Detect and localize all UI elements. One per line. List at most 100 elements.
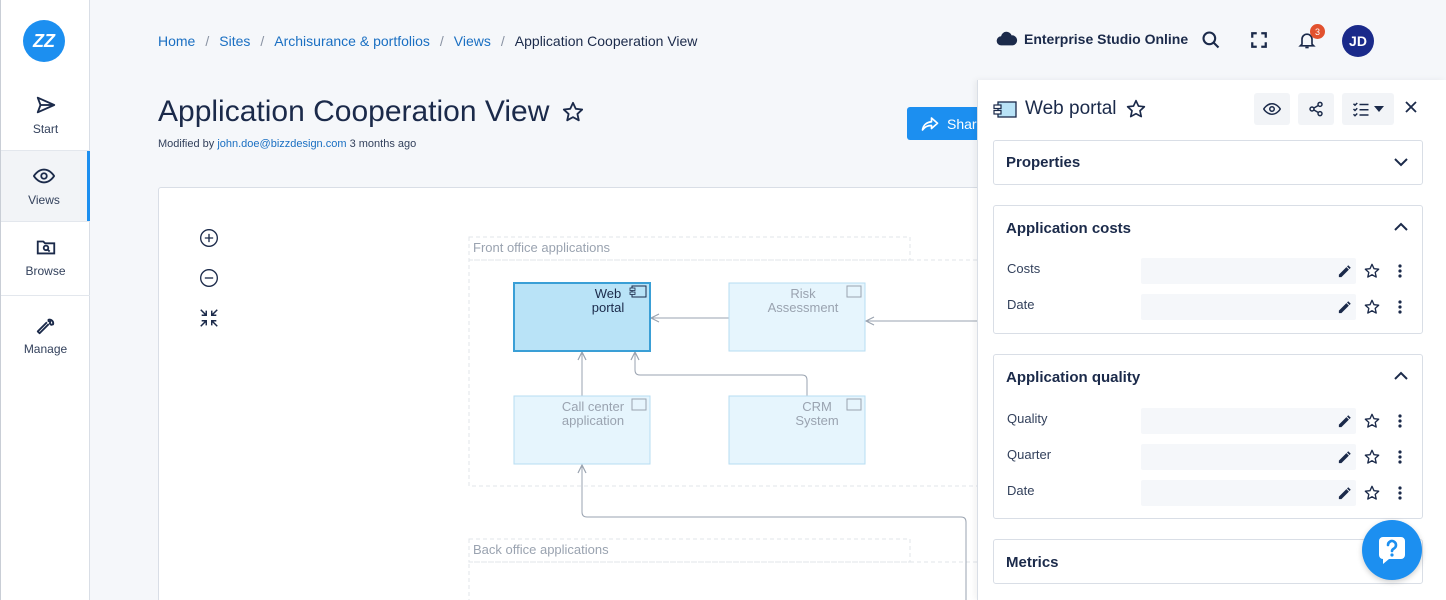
fit-to-screen-button[interactable] — [198, 307, 220, 329]
bell-icon — [1298, 33, 1316, 49]
prop-field-quality[interactable] — [1141, 408, 1356, 434]
help-chat-icon — [1379, 537, 1405, 564]
prop-label-quarter: Quarter — [1007, 447, 1052, 462]
prop-field-costs[interactable] — [1141, 258, 1356, 284]
more-options-button[interactable] — [1391, 412, 1409, 430]
breadcrumb-current: Application Cooperation View — [514, 33, 698, 49]
prop-label-date: Date — [1007, 297, 1035, 312]
prop-field-date[interactable] — [1141, 480, 1356, 506]
studio-switcher[interactable]: Enterprise Studio Online — [996, 31, 1188, 47]
modified-info: Modified by john.doe@bizzdesign.com 3 mo… — [158, 138, 416, 150]
favorite-button[interactable] — [1363, 448, 1381, 466]
star-icon — [562, 101, 584, 122]
chevron-up-icon[interactable] — [1394, 222, 1408, 232]
avatar[interactable]: JD — [1342, 25, 1374, 57]
search-button[interactable] — [1199, 28, 1223, 52]
pencil-icon — [1338, 450, 1351, 463]
chevron-up-icon[interactable] — [1394, 371, 1408, 381]
divider — [1, 221, 90, 222]
modified-by-link[interactable]: john.doe@bizzdesign.com — [217, 138, 347, 150]
zoom-out-button[interactable] — [198, 267, 220, 289]
breadcrumb-views[interactable]: Views — [453, 33, 491, 49]
sidebar-item-label: Browse — [25, 264, 66, 278]
close-icon — [1405, 101, 1417, 113]
favorite-button[interactable] — [1363, 262, 1381, 280]
breadcrumb-archisurance[interactable]: Archisurance & portfolios — [274, 33, 430, 49]
view-button[interactable] — [1254, 93, 1290, 125]
breadcrumb-home[interactable]: Home — [158, 33, 196, 49]
more-options-button[interactable] — [1391, 484, 1409, 502]
section-application-quality: Application quality Quality Quarter Date — [993, 354, 1423, 519]
more-vertical-icon — [1398, 300, 1402, 314]
collapse-arrows-icon — [200, 309, 218, 327]
sidebar-item-label: Manage — [23, 342, 68, 356]
section-application-costs: Application costs Costs Date — [993, 205, 1423, 334]
edit-button[interactable] — [1335, 412, 1353, 430]
fullscreen-button[interactable] — [1247, 28, 1271, 52]
edit-button[interactable] — [1335, 448, 1353, 466]
studio-label: Enterprise Studio Online — [1024, 31, 1189, 47]
star-icon — [1364, 413, 1380, 428]
help-chat-button[interactable] — [1362, 520, 1422, 580]
section-title: Properties — [1006, 154, 1081, 171]
edit-button[interactable] — [1335, 484, 1353, 502]
zoom-out-icon — [200, 269, 218, 287]
prop-label-date: Date — [1007, 483, 1035, 498]
caret-down-icon — [1374, 106, 1384, 112]
sidebar-item-views[interactable]: Views — [1, 151, 90, 221]
prop-label-costs: Costs — [1007, 261, 1041, 276]
favorite-button[interactable] — [562, 101, 584, 128]
group-label-back-office: Back office applications — [473, 542, 609, 557]
favorite-button[interactable] — [1363, 484, 1381, 502]
breadcrumb-separator: / — [205, 33, 210, 49]
chevron-down-icon[interactable] — [1394, 157, 1408, 167]
sidebar-item-browse[interactable]: Browse — [1, 222, 90, 292]
more-options-button[interactable] — [1391, 262, 1409, 280]
zoom-in-button[interactable] — [198, 227, 220, 249]
more-vertical-icon — [1398, 264, 1402, 278]
sidebar-item-manage[interactable]: Manage — [1, 300, 90, 370]
pencil-icon — [1338, 264, 1351, 277]
panel-favorite-button[interactable] — [1126, 99, 1146, 124]
breadcrumb-sites[interactable]: Sites — [219, 33, 251, 49]
modified-prefix: Modified by — [158, 138, 215, 150]
pencil-icon — [1338, 300, 1351, 313]
more-vertical-icon — [1398, 414, 1402, 428]
panel-title: Web portal — [1025, 98, 1117, 119]
favorite-button[interactable] — [1363, 412, 1381, 430]
favorite-button[interactable] — [1363, 298, 1381, 316]
star-icon — [1126, 99, 1146, 118]
folder-search-icon — [36, 240, 55, 255]
divider — [1, 295, 90, 296]
sidebar: ZZ Start Views Browse Manage — [0, 0, 90, 600]
group-label-front-office: Front office applications — [473, 240, 611, 255]
sidebar-item-label: Views — [28, 193, 60, 207]
pencil-icon — [1338, 486, 1351, 499]
prop-field-date[interactable] — [1141, 294, 1356, 320]
section-properties[interactable]: Properties — [993, 140, 1423, 185]
node-label-web-portal: Web portal — [591, 286, 625, 315]
share-label: Share — [947, 115, 985, 132]
fullscreen-icon — [1251, 32, 1267, 48]
app-logo[interactable]: ZZ — [23, 20, 65, 62]
sidebar-item-start[interactable]: Start — [1, 80, 90, 150]
more-options-button[interactable] — [1391, 448, 1409, 466]
breadcrumb: Home / Sites / Archisurance & portfolios… — [158, 33, 697, 49]
edit-button[interactable] — [1335, 262, 1353, 280]
page-title: Application Cooperation View — [158, 95, 550, 128]
sidebar-item-label: Start — [32, 122, 59, 136]
prop-label-quality: Quality — [1007, 411, 1048, 426]
checklist-dropdown-button[interactable] — [1342, 93, 1394, 125]
section-metrics[interactable]: Metrics — [993, 539, 1423, 584]
checklist-icon — [1352, 102, 1369, 117]
close-panel-button[interactable] — [1404, 100, 1418, 119]
edit-button[interactable] — [1335, 298, 1353, 316]
relations-button[interactable] — [1298, 93, 1334, 125]
node-label-call-center: Call center application — [561, 399, 625, 428]
prop-field-quarter[interactable] — [1141, 444, 1356, 470]
more-options-button[interactable] — [1391, 298, 1409, 316]
divider — [1, 150, 90, 151]
eye-icon — [1263, 102, 1281, 116]
send-icon — [36, 96, 55, 114]
notifications-button[interactable] — [1295, 28, 1319, 52]
